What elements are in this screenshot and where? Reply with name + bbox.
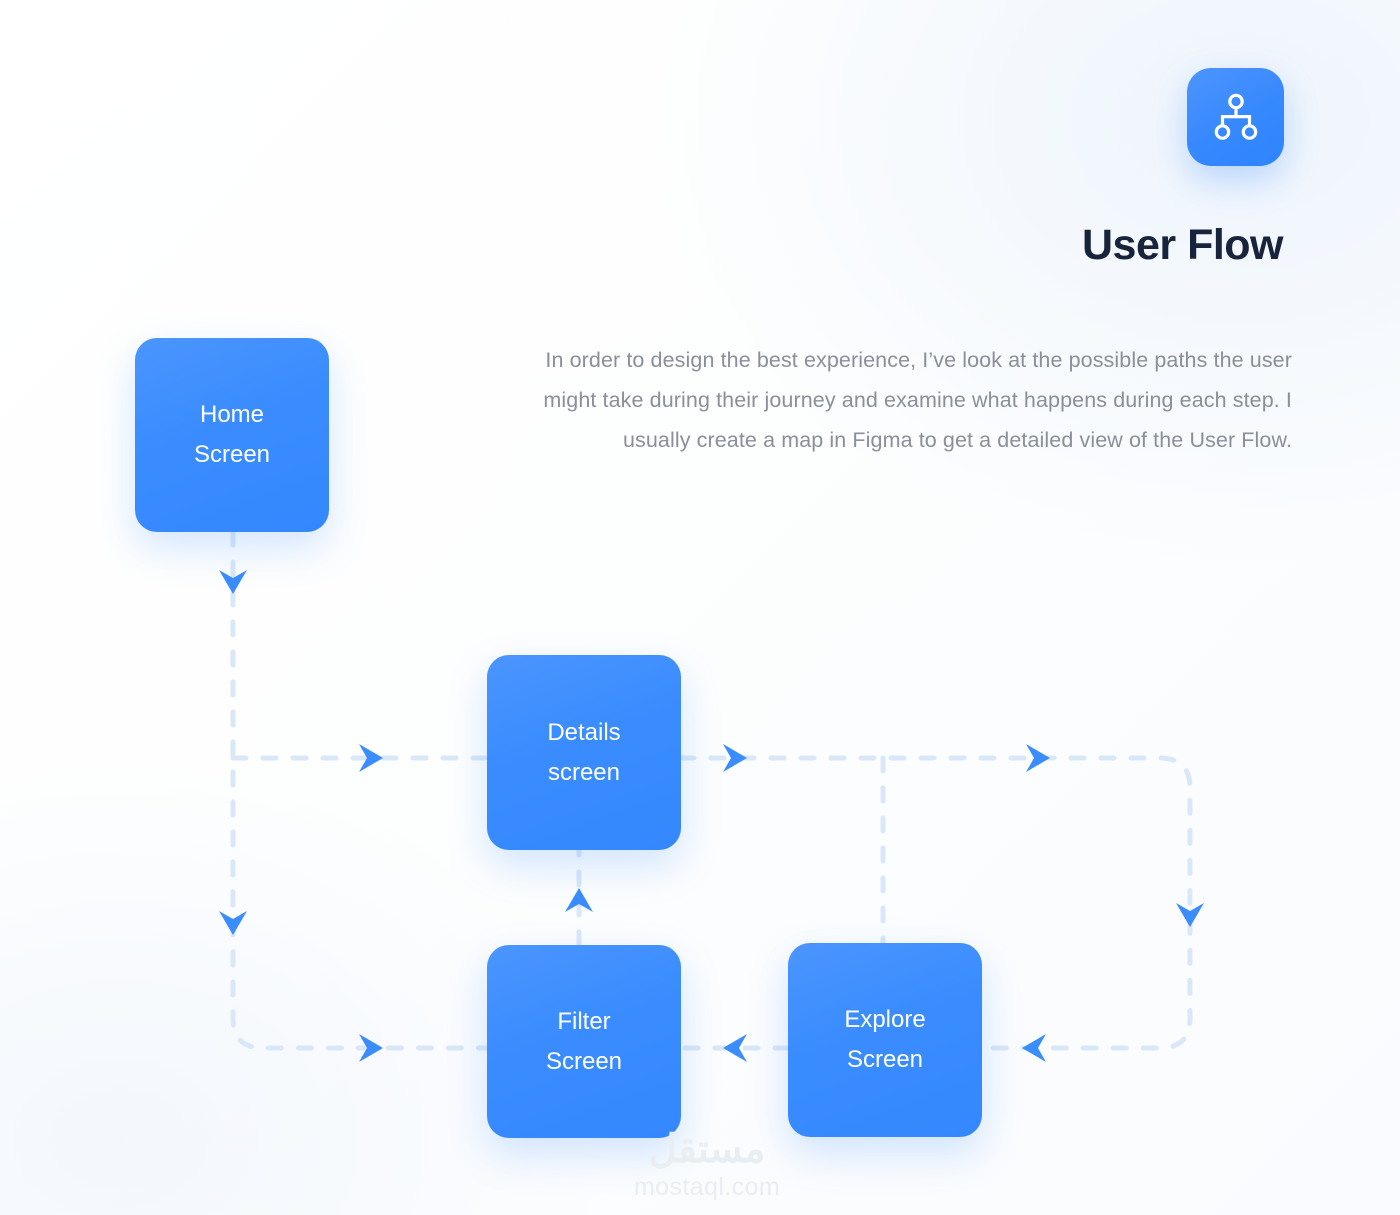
flow-node-filter-screen-line2: Screen — [545, 1047, 623, 1075]
flow-node-home-screen-line1: Home — [199, 401, 265, 428]
flow-node-details-screen-line1: Details — [547, 718, 621, 746]
flow-node-filter-screen-line1: Filter — [557, 1007, 611, 1035]
arrow-right-to-filter — [359, 1034, 383, 1062]
arrow-up-filter-to-details — [565, 888, 593, 912]
arrow-down-home-lower — [219, 911, 247, 935]
flow-node-filter-screen[interactable]: Filter Screen — [487, 945, 681, 1138]
flow-node-explore-screen-line2: Screen — [846, 1046, 924, 1073]
page-title: User Flow — [1082, 221, 1284, 269]
arrow-down-home — [219, 570, 247, 594]
flow-node-details-screen-line2: screen — [547, 758, 621, 786]
connector-details-loop-to-explore — [678, 755, 1193, 1051]
arrow-left-loop-to-explore — [1022, 1034, 1046, 1062]
arrow-right-loop-top — [1026, 744, 1050, 772]
flow-node-home-screen[interactable]: Home Screen — [135, 338, 329, 532]
intro-paragraph: In order to design the best experience, … — [543, 348, 1292, 452]
flow-node-details-screen[interactable]: Details screen — [487, 655, 681, 850]
arrow-right-to-details — [359, 744, 383, 772]
arrow-right-details-out — [723, 744, 747, 772]
arrow-left-explore-to-filter — [723, 1034, 747, 1062]
flow-node-explore-screen-line1: Explore — [844, 1006, 926, 1033]
flow-node-home-screen-line2: Screen — [193, 441, 271, 468]
arrow-down-loop-right — [1176, 903, 1204, 927]
connector-home-to-filter — [230, 529, 490, 1051]
sitemap-icon — [1187, 68, 1284, 166]
flow-node-explore-screen[interactable]: Explore Screen — [788, 943, 982, 1137]
